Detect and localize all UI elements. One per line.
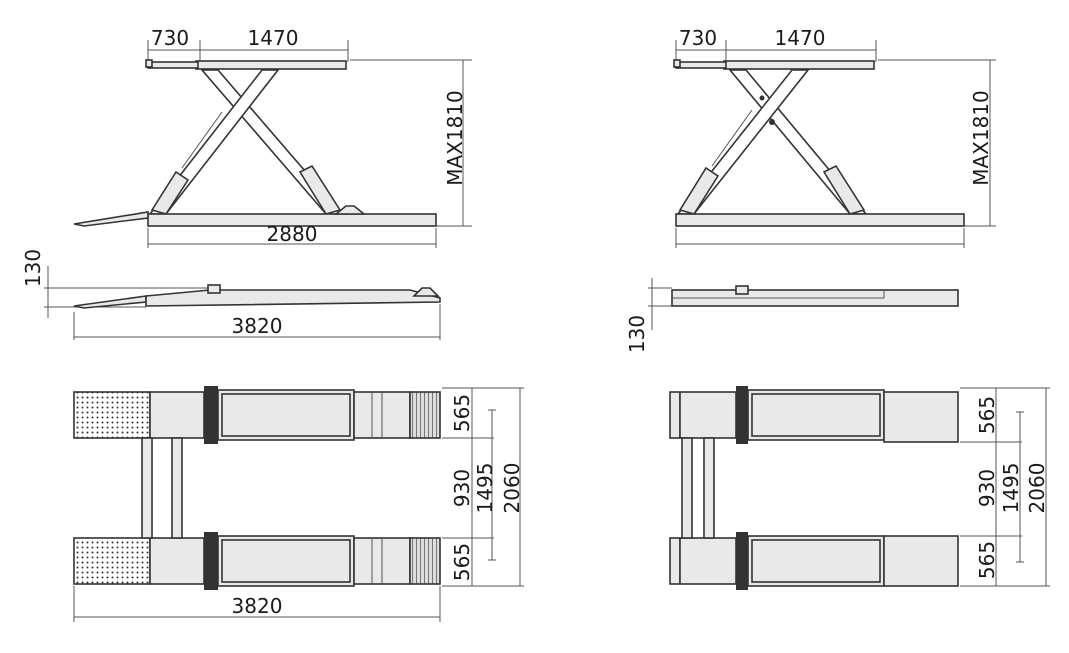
left-upper-clamp-band xyxy=(204,386,218,444)
right-base-frame xyxy=(675,213,965,227)
right-upper-clamp-band xyxy=(736,386,748,444)
left-upper-platform xyxy=(195,60,347,70)
right-collapsed-height-label: 130 xyxy=(625,315,649,353)
right-platform-length-label: 1470 xyxy=(775,26,826,50)
right-hydraulic-cylinder xyxy=(678,166,720,215)
left-collapsed-view: 130 3820 xyxy=(21,249,441,340)
left-inner-span-label: 1495 xyxy=(473,463,497,514)
right-track-width-lower-label: 565 xyxy=(975,541,999,579)
right-upper-track xyxy=(747,389,885,441)
left-lower-clamp-band xyxy=(204,532,218,590)
right-lower-extension xyxy=(883,535,959,587)
right-upper-extension xyxy=(883,391,959,443)
left-total-width-label: 2060 xyxy=(500,463,524,514)
left-upper-track xyxy=(217,389,355,441)
right-ramp-length-label: 730 xyxy=(679,26,717,50)
left-track-width-upper-label: 565 xyxy=(450,394,474,432)
right-cross-member-b xyxy=(703,437,715,539)
right-total-width-label: 2060 xyxy=(1025,463,1049,514)
left-track-width-lower-label: 565 xyxy=(450,543,474,581)
right-inner-span-label: 1495 xyxy=(999,463,1023,514)
left-collapsed-platform xyxy=(145,289,441,307)
left-platform-length-label: 1470 xyxy=(248,26,299,50)
left-upper-ribbed-end xyxy=(409,391,441,439)
right-lower-clamp-band xyxy=(736,532,748,590)
left-cross-member-b xyxy=(171,437,183,539)
right-track-width-upper-label: 565 xyxy=(975,396,999,434)
right-gap-label: 930 xyxy=(975,469,999,507)
left-upper-dotted-ramp xyxy=(73,391,151,439)
left-cross-member-a xyxy=(141,437,153,539)
left-collapsed-ramp xyxy=(73,295,147,309)
left-lower-track xyxy=(217,535,355,587)
right-collapsed-view: 130 xyxy=(625,278,959,353)
left-lower-ribbed-end xyxy=(409,537,441,585)
left-gap-label: 930 xyxy=(450,469,474,507)
left-max-height-label: MAX1810 xyxy=(443,90,467,186)
left-drive-ramp xyxy=(73,211,149,227)
left-base-length-label: 2880 xyxy=(267,222,318,246)
left-collapsed-length-label: 3820 xyxy=(232,314,283,338)
right-max-height-label: MAX1810 xyxy=(969,90,993,186)
left-top-view: 565 930 1495 2060 565 3820 xyxy=(73,386,524,622)
left-base-frame xyxy=(147,213,437,227)
right-top-view: 565 930 1495 2060 565 xyxy=(669,386,1050,590)
left-side-view: 730 1470 MAX1810 2880 xyxy=(73,26,472,248)
left-collapsed-height-label: 130 xyxy=(21,249,45,287)
right-lower-track xyxy=(747,535,885,587)
right-upper-platform xyxy=(723,60,875,70)
right-cross-member-a xyxy=(681,437,693,539)
left-ramp-extension xyxy=(147,61,199,69)
left-top-view-length-label: 3820 xyxy=(232,594,283,618)
right-side-view: 730 1470 MAX1810 xyxy=(673,26,996,248)
left-lower-dotted-ramp xyxy=(73,537,151,585)
left-hydraulic-cylinder xyxy=(150,170,190,215)
left-ramp-length-label: 730 xyxy=(151,26,189,50)
